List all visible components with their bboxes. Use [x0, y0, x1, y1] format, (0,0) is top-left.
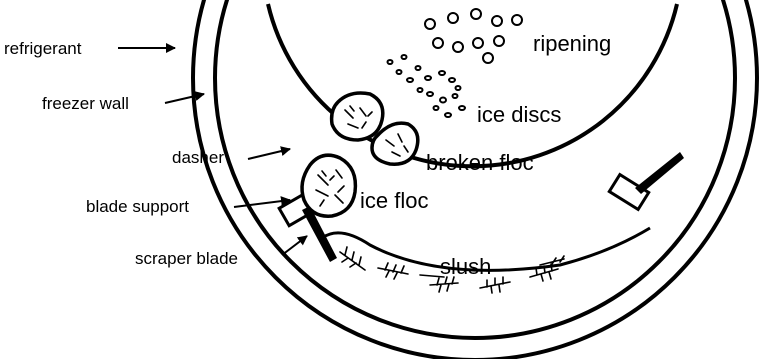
broken-floc-blob-1 [332, 93, 383, 140]
label-dasher: dasher [172, 148, 224, 167]
label-scraper-blade: scraper blade [135, 249, 238, 268]
ripening-crystals [425, 9, 522, 63]
ice-floc-blob [302, 155, 355, 216]
ice-discs-cluster [388, 55, 466, 117]
label-slush: slush [440, 254, 491, 279]
label-broken-floc: broken floc [426, 150, 534, 175]
label-ice-floc: ice floc [360, 188, 428, 213]
scraper-blade-arrow [282, 236, 307, 255]
label-ripening: ripening [533, 31, 611, 56]
label-blade-support: blade support [86, 197, 189, 216]
freezer-wall-arrow [165, 94, 204, 103]
dasher-arrow [248, 149, 290, 159]
dasher-ring [268, 4, 677, 166]
label-ice-discs: ice discs [477, 102, 561, 127]
label-refrigerant: refrigerant [4, 39, 82, 58]
refrigerant-jacket-ring [193, 0, 757, 359]
scraper-blade-right [635, 152, 684, 194]
label-freezer-wall: freezer wall [42, 94, 129, 113]
